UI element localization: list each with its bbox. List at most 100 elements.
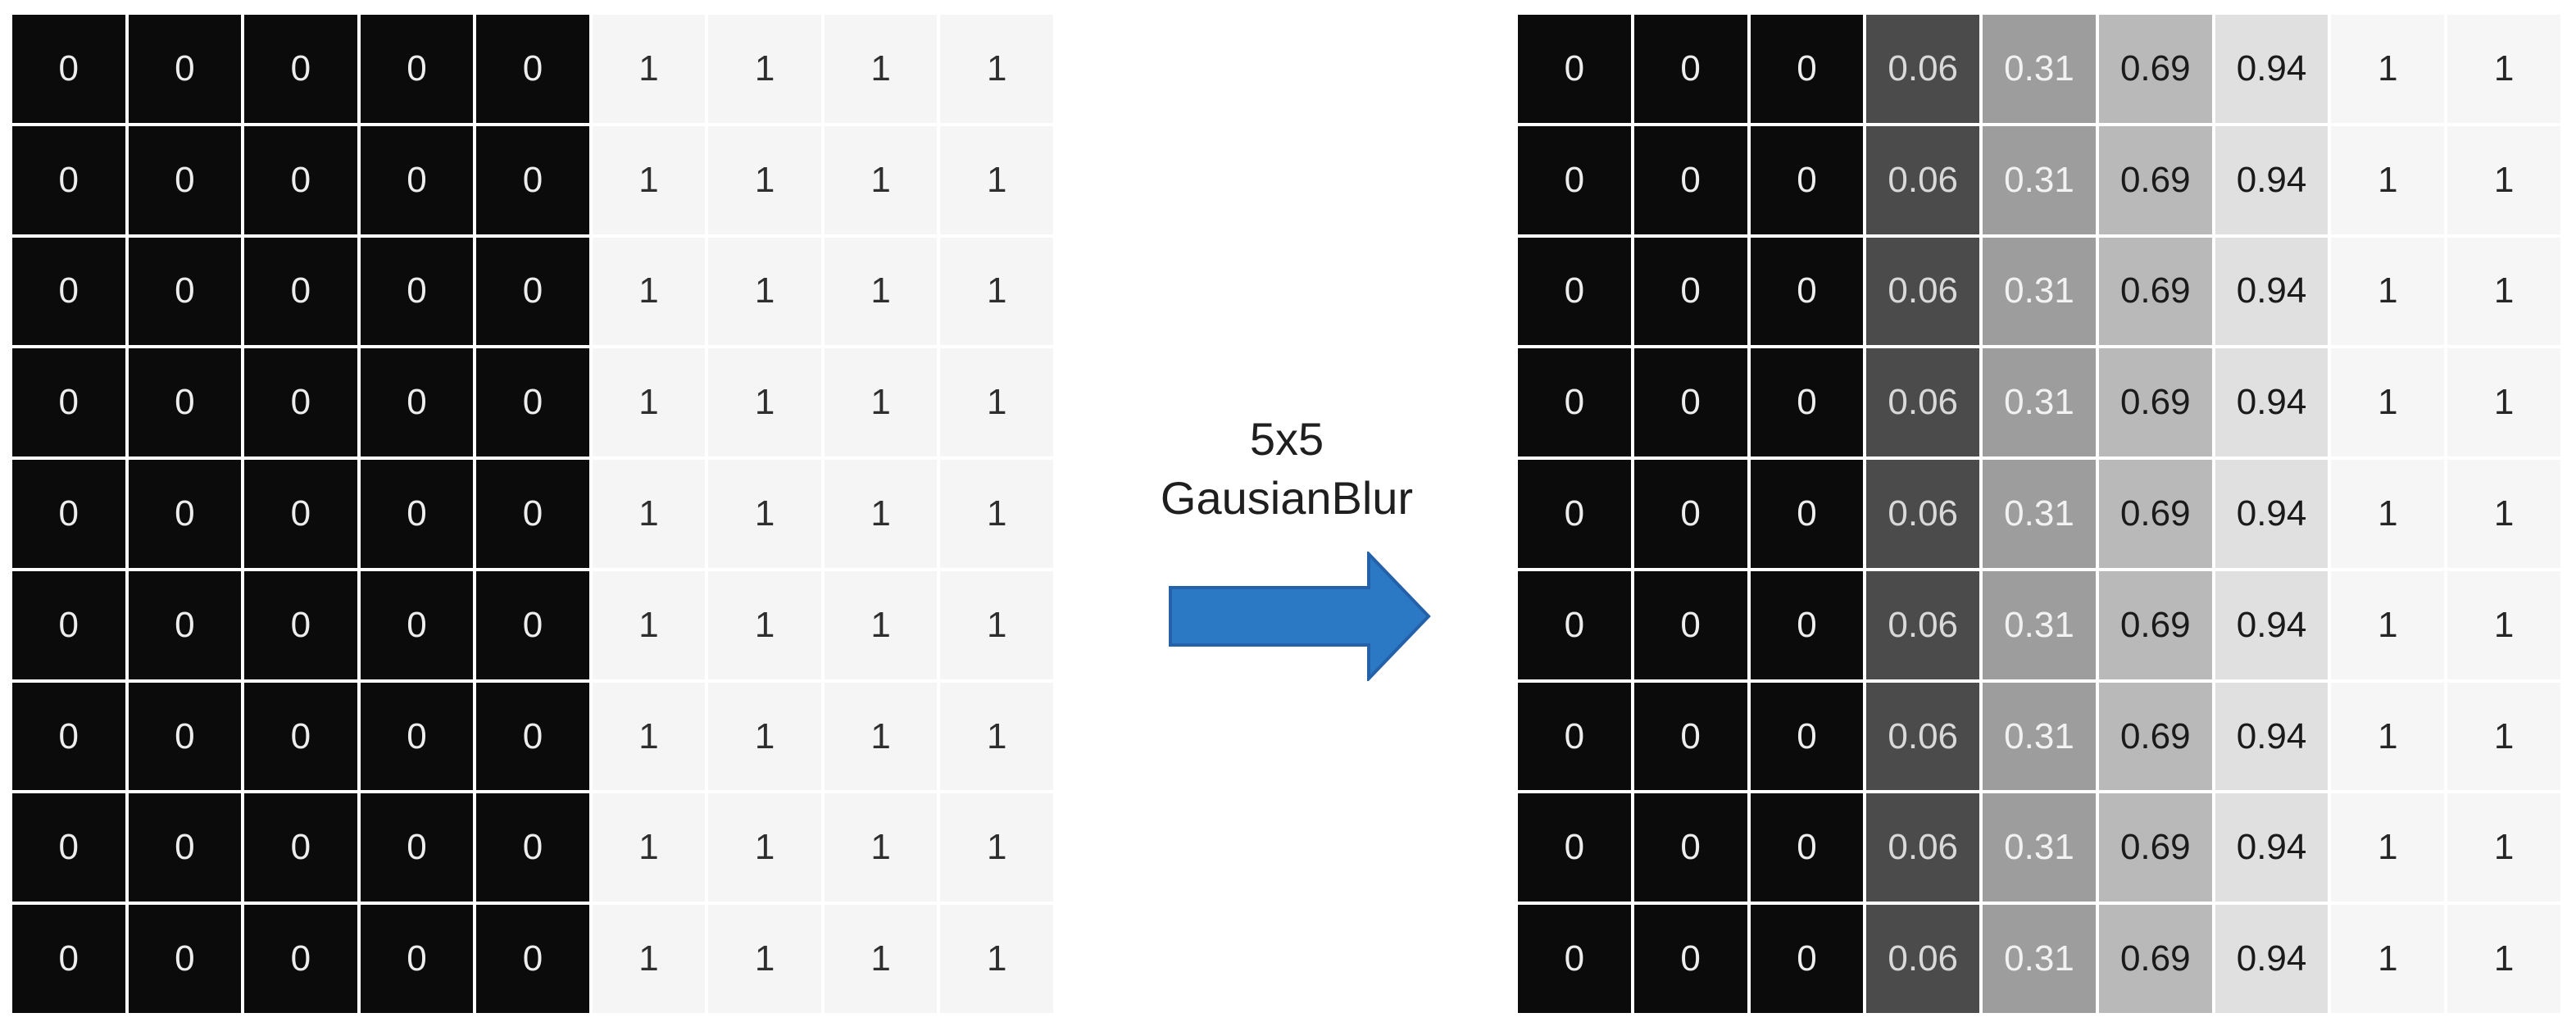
matrix-cell: 1 (2331, 348, 2445, 457)
matrix-cell: 1 (592, 237, 706, 346)
matrix-cell: 0 (244, 905, 357, 1013)
matrix-cell: 0 (360, 905, 474, 1013)
matrix-cell: 0 (360, 570, 474, 679)
matrix-cell: 0.06 (1866, 15, 1980, 123)
matrix-cell: 1 (708, 460, 821, 568)
matrix-cell: 0 (128, 570, 242, 679)
matrix-cell: 0 (1518, 905, 1631, 1013)
matrix-cell: 1 (708, 125, 821, 234)
matrix-cell: 0 (244, 460, 357, 568)
matrix-cell: 1 (2331, 237, 2445, 346)
matrix-cell: 0.31 (1983, 570, 2096, 679)
matrix-cell: 0 (1750, 460, 1864, 568)
matrix-cell: 0 (1518, 682, 1631, 791)
matrix-cell: 1 (2331, 125, 2445, 234)
matrix-cell: 0.69 (2098, 905, 2212, 1013)
matrix-cell: 0.06 (1866, 793, 1980, 902)
matrix-cell: 1 (592, 905, 706, 1013)
matrix-cell: 0 (1750, 682, 1864, 791)
matrix-cell: 0.69 (2098, 15, 2212, 123)
matrix-cell: 0 (1633, 348, 1747, 457)
matrix-cell: 0 (360, 460, 474, 568)
matrix-cell: 0 (1750, 905, 1864, 1013)
right-arrow-shape (1169, 552, 1431, 681)
matrix-cell: 0 (244, 15, 357, 123)
matrix-cell: 0 (476, 905, 589, 1013)
matrix-cell: 0.06 (1866, 237, 1980, 346)
matrix-cell: 0.94 (2215, 15, 2328, 123)
matrix-cell: 0.31 (1983, 15, 2096, 123)
matrix-cell: 1 (824, 682, 938, 791)
matrix-cell: 0 (1750, 125, 1864, 234)
matrix-cell: 1 (2447, 682, 2560, 791)
matrix-cell: 0.06 (1866, 125, 1980, 234)
matrix-cell: 0 (1750, 348, 1864, 457)
matrix-cell: 1 (708, 570, 821, 679)
matrix-cell: 0 (1750, 570, 1864, 679)
matrix-cell: 0 (12, 793, 125, 902)
matrix-cell: 0 (476, 793, 589, 902)
matrix-cell: 0 (1633, 15, 1747, 123)
matrix-cell: 0.31 (1983, 125, 2096, 234)
matrix-cell: 0 (128, 237, 242, 346)
matrix-cell: 0 (1518, 348, 1631, 457)
matrix-cell: 1 (2331, 682, 2445, 791)
matrix-cell: 0.94 (2215, 682, 2328, 791)
matrix-cell: 1 (940, 125, 1053, 234)
matrix-cell: 1 (940, 237, 1053, 346)
matrix-cell: 0.31 (1983, 348, 2096, 457)
matrix-cell: 0 (476, 570, 589, 679)
matrix-cell: 0 (244, 125, 357, 234)
matrix-cell: 0 (128, 460, 242, 568)
matrix-cell: 1 (2447, 793, 2560, 902)
matrix-cell: 0.06 (1866, 682, 1980, 791)
matrix-cell: 1 (592, 682, 706, 791)
matrix-cell: 1 (940, 793, 1053, 902)
matrix-cell: 0 (1750, 793, 1864, 902)
matrix-cell: 0.06 (1866, 570, 1980, 679)
matrix-cell: 0.94 (2215, 793, 2328, 902)
matrix-cell: 0 (12, 682, 125, 791)
matrix-cell: 0 (476, 15, 589, 123)
matrix-cell: 0 (12, 905, 125, 1013)
matrix-cell: 0 (128, 15, 242, 123)
matrix-cell: 1 (940, 682, 1053, 791)
matrix-cell: 0 (1633, 125, 1747, 234)
matrix-cell: 0 (1518, 460, 1631, 568)
matrix-cell: 0 (476, 125, 589, 234)
matrix-cell: 0.94 (2215, 570, 2328, 679)
matrix-cell: 0 (360, 793, 474, 902)
matrix-cell: 1 (2331, 793, 2445, 902)
matrix-cell: 0.69 (2098, 793, 2212, 902)
matrix-cell: 0 (360, 348, 474, 457)
matrix-cell: 0 (1750, 237, 1864, 346)
matrix-cell: 0.31 (1983, 460, 2096, 568)
matrix-cell: 0.94 (2215, 237, 2328, 346)
matrix-cell: 1 (708, 348, 821, 457)
matrix-cell: 1 (592, 460, 706, 568)
matrix-cell: 1 (824, 460, 938, 568)
arrow-label: 5x5 GausianBlur (1053, 410, 1520, 527)
arrow-label-line1: 5x5 (1249, 413, 1324, 465)
matrix-cell: 0 (12, 237, 125, 346)
matrix-cell: 0.94 (2215, 905, 2328, 1013)
matrix-cell: 1 (708, 793, 821, 902)
matrix-cell: 1 (940, 460, 1053, 568)
matrix-cell: 0.69 (2098, 570, 2212, 679)
matrix-cell: 0 (360, 15, 474, 123)
matrix-cell: 0.69 (2098, 348, 2212, 457)
matrix-cell: 0 (476, 237, 589, 346)
matrix-cell: 1 (2447, 237, 2560, 346)
matrix-cell: 0 (1633, 905, 1747, 1013)
matrix-cell: 1 (824, 15, 938, 123)
matrix-cell: 0.31 (1983, 793, 2096, 902)
matrix-cell: 1 (592, 793, 706, 902)
matrix-cell: 0 (128, 125, 242, 234)
matrix-cell: 0 (1518, 237, 1631, 346)
matrix-cell: 0 (360, 237, 474, 346)
matrix-cell: 0 (12, 15, 125, 123)
matrix-cell: 0 (1518, 570, 1631, 679)
matrix-cell: 0 (244, 682, 357, 791)
